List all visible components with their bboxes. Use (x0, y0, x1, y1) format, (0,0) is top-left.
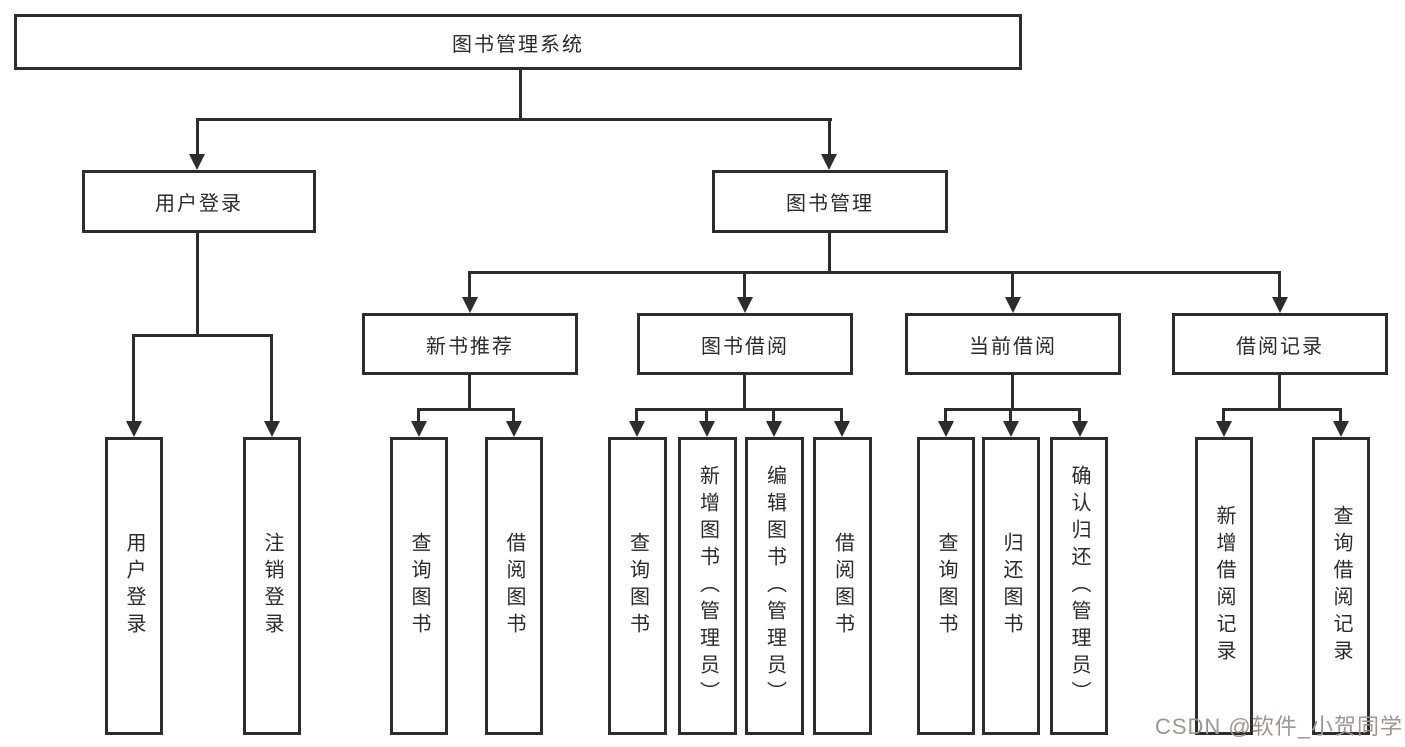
node-book-mgmt-label: 图书管理 (786, 193, 874, 215)
node-user-login: 用户登录 (82, 170, 316, 233)
arrowhead-to-leaf-bb-edit (766, 421, 782, 437)
connector-new-books-leaf1-drop (417, 408, 420, 423)
leaf-br-add-record-label: 新增借阅记录 (1213, 505, 1235, 667)
connector-borrow-records-hbar (1222, 408, 1342, 411)
node-borrow-records: 借阅记录 (1172, 313, 1388, 375)
arrowhead-to-book-mgmt (821, 154, 837, 170)
arrowhead-to-leaf-nb-query (411, 421, 427, 437)
connector-book-mgmt-stem (828, 233, 831, 274)
leaf-nb-query-books: 查询图书 (390, 437, 448, 735)
leaf-user-login: 用户登录 (105, 437, 163, 735)
node-new-books-label: 新书推荐 (426, 335, 514, 358)
leaf-bb-edit-books: 编辑图书（管理员） (745, 437, 804, 735)
connector-current-borrow-stem (1011, 375, 1014, 411)
node-borrow-records-label: 借阅记录 (1236, 335, 1324, 358)
arrowhead-to-leaf-cb-confirm (1072, 421, 1088, 437)
connector-bb-leaf1-drop (635, 408, 638, 423)
leaf-br-query-record: 查询借阅记录 (1312, 437, 1370, 735)
connector-cb-leaf3-drop (1078, 408, 1081, 423)
leaf-br-add-record: 新增借阅记录 (1195, 437, 1253, 735)
arrowhead-to-leaf-br-add (1216, 421, 1232, 437)
connector-new-books-stem (468, 375, 471, 411)
leaf-cb-return-books-label: 归还图书 (1000, 532, 1022, 640)
connector-book-borrow-hbar (635, 408, 843, 411)
arrowhead-to-current-borrow (1005, 297, 1021, 313)
leaf-bb-query-books-label: 查询图书 (626, 532, 649, 640)
node-current-borrow-label: 当前借阅 (969, 335, 1057, 358)
leaf-logout-label: 注销登录 (261, 532, 283, 640)
arrowhead-to-leaf-cb-query (938, 421, 954, 437)
connector-new-books-leaf2-drop (512, 408, 515, 423)
leaf-nb-borrow-books-label: 借阅图书 (503, 532, 525, 640)
leaf-logout: 注销登录 (243, 437, 301, 735)
connector-cb-leaf1-drop (944, 408, 947, 423)
connector-user-login-leaf1-drop (132, 334, 135, 423)
leaf-cb-query-books-label: 查询图书 (935, 532, 957, 640)
arrowhead-to-book-borrow (737, 297, 753, 313)
connector-root-right-drop (828, 118, 831, 156)
arrowhead-to-borrow-records (1272, 297, 1288, 313)
connector-cb-leaf2-drop (1009, 408, 1012, 423)
leaf-cb-confirm-return-label: 确认归还（管理员） (1068, 464, 1090, 708)
leaf-bb-add-books: 新增图书（管理员） (678, 437, 737, 735)
connector-book-mgmt-hbar (468, 271, 1281, 274)
node-root: 图书管理系统 (14, 14, 1022, 70)
node-root-label: 图书管理系统 (452, 33, 584, 56)
arrowhead-to-leaf-user-login (126, 421, 142, 437)
leaf-nb-borrow-books: 借阅图书 (485, 437, 543, 735)
connector-drop-book-borrow (743, 271, 746, 299)
arrowhead-to-leaf-nb-borrow (506, 421, 522, 437)
arrowhead-to-new-books (462, 297, 478, 313)
connector-root-left-drop (196, 118, 199, 156)
leaf-cb-return-books: 归还图书 (982, 437, 1040, 735)
connector-drop-borrow-records (1278, 271, 1281, 299)
leaf-cb-query-books: 查询图书 (917, 437, 975, 735)
leaf-br-query-record-label: 查询借阅记录 (1330, 505, 1352, 667)
leaf-user-login-label: 用户登录 (123, 532, 145, 640)
arrowhead-to-leaf-bb-add (699, 421, 715, 437)
connector-user-login-stem (196, 233, 199, 337)
node-new-books: 新书推荐 (362, 313, 578, 375)
connector-borrow-records-stem (1278, 375, 1281, 411)
connector-bb-leaf3-drop (772, 408, 775, 423)
connector-root-stem (519, 68, 522, 120)
leaf-nb-query-books-label: 查询图书 (408, 532, 430, 640)
leaf-bb-borrow-books-label: 借阅图书 (831, 532, 854, 640)
connector-current-borrow-hbar (944, 408, 1081, 411)
node-book-mgmt: 图书管理 (712, 170, 948, 233)
leaf-bb-query-books: 查询图书 (608, 437, 667, 735)
leaf-cb-confirm-return: 确认归还（管理员） (1050, 437, 1108, 735)
connector-bb-leaf2-drop (705, 408, 708, 423)
arrowhead-to-leaf-logout (264, 421, 280, 437)
node-user-login-label: 用户登录 (155, 193, 243, 215)
node-current-borrow: 当前借阅 (905, 313, 1121, 375)
arrowhead-to-leaf-bb-borrow (834, 421, 850, 437)
connector-root-hbar (196, 118, 832, 121)
node-book-borrow: 图书借阅 (637, 313, 853, 375)
arrowhead-to-user-login (189, 154, 205, 170)
connector-book-borrow-stem (743, 375, 746, 411)
connector-user-login-hbar (132, 334, 273, 337)
arrowhead-to-leaf-br-query (1333, 421, 1349, 437)
arrowhead-to-leaf-cb-return (1003, 421, 1019, 437)
node-book-borrow-label: 图书借阅 (701, 335, 789, 358)
leaf-bb-borrow-books: 借阅图书 (813, 437, 872, 735)
connector-bb-leaf4-drop (840, 408, 843, 423)
connector-drop-current-borrow (1011, 271, 1014, 299)
connector-drop-new-books (468, 271, 471, 299)
leaf-bb-edit-books-label: 编辑图书（管理员） (763, 464, 786, 708)
connector-new-books-hbar (417, 408, 515, 411)
arrowhead-to-leaf-bb-query (629, 421, 645, 437)
connector-br-leaf2-drop (1339, 408, 1342, 423)
connector-br-leaf1-drop (1222, 408, 1225, 423)
leaf-bb-add-books-label: 新增图书（管理员） (696, 464, 719, 708)
connector-user-login-leaf2-drop (270, 334, 273, 423)
watermark: CSDN @软件_小贺同学 (1154, 714, 1403, 739)
